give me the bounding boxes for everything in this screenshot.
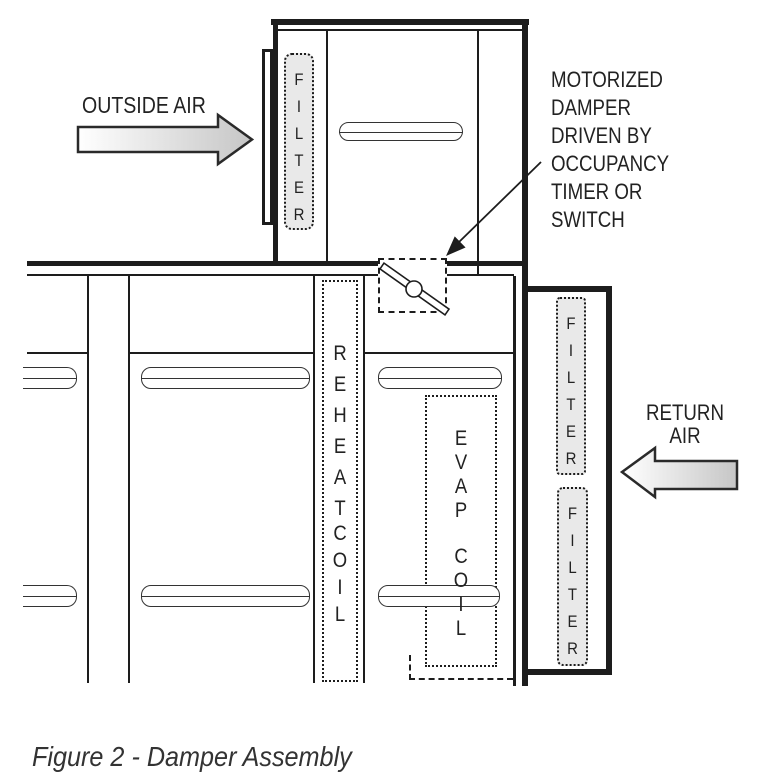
duct-top-thick-left (27, 261, 378, 266)
louver-row2-right (378, 585, 500, 607)
outside-air-arrow-icon (76, 112, 255, 167)
return-air-label-line1: RETURN (646, 400, 724, 425)
lower-unit-right-wall (513, 276, 516, 686)
top-unit-top-edge (271, 19, 529, 25)
duct-inner-top-line-right (447, 274, 514, 276)
return-unit-top-edge (528, 286, 612, 292)
evap-coil-label-word2: C O I L (453, 545, 469, 640)
evap-coil-label-word1: E V A P (454, 427, 468, 522)
outside-air-filter-label: F I L T E R (293, 70, 305, 224)
return-air-arrow-icon (619, 445, 739, 500)
lower-unit-frame-line-1 (87, 276, 89, 683)
motorized-note-line1: MOTORIZED (551, 67, 663, 92)
duct-inner-top-line-left (27, 274, 378, 276)
evap-coil-box (425, 395, 497, 667)
top-unit-panel-line-right (477, 29, 479, 276)
return-unit-right-wall (606, 286, 612, 675)
reheat-coil-label-word1: R E H E A T (333, 342, 347, 520)
top-unit-left-wall (273, 19, 278, 262)
return-air-filter-box-upper (556, 297, 586, 475)
motorized-note-line5: TIMER OR (551, 179, 643, 204)
louver-row2-middle (141, 585, 310, 607)
evap-coil-drain-pan-outline (409, 655, 513, 680)
reheat-coil-box (322, 280, 358, 682)
outside-air-filter-box (284, 53, 314, 230)
lower-unit-shelf-line-left (27, 352, 87, 354)
motorized-damper-note: MOTORIZED DAMPER DRIVEN BY OCCUPANCY TIM… (551, 66, 669, 234)
reheat-coil-label-word2: C O I L (332, 522, 348, 626)
top-unit-louver (339, 122, 463, 141)
louver-row1-left (23, 367, 77, 389)
motorized-note-line4: OCCUPANCY (551, 151, 670, 176)
outside-air-intake-flange (262, 49, 273, 225)
damper-blade-icon (378, 261, 451, 317)
outside-air-label: OUTSIDE AIR (82, 92, 206, 118)
damper-leader-arrow-icon (446, 161, 542, 256)
reheat-coil-right-frame-line (363, 276, 365, 683)
return-air-label: RETURN AIR (630, 401, 741, 447)
return-air-filter-box-lower (557, 487, 588, 666)
motorized-damper-box (378, 258, 451, 317)
louver-row1-right (378, 367, 502, 389)
lower-unit-shelf-line-right (364, 352, 513, 354)
reheat-coil-left-frame-line (313, 276, 315, 683)
lower-unit-shelf-line-mid (129, 352, 313, 354)
return-air-filter-label-upper: F I L T E R (565, 314, 577, 468)
louver-row1-middle (141, 367, 310, 389)
return-air-filter-label-lower: F I L T E R (567, 504, 578, 658)
motorized-note-line6: SWITCH (551, 207, 625, 232)
right-shared-wall (522, 19, 528, 686)
figure-caption: Figure 2 - Damper Assembly (32, 741, 352, 772)
top-unit-inner-top-line (278, 29, 522, 31)
top-unit-panel-line-left (326, 29, 328, 262)
return-air-label-line2: AIR (669, 423, 701, 448)
motorized-note-line3: DRIVEN BY (551, 123, 652, 148)
return-unit-bottom-edge (528, 669, 612, 675)
louver-row2-left (23, 585, 77, 607)
motorized-note-line2: DAMPER (551, 95, 632, 120)
lower-unit-frame-line-2 (128, 276, 130, 683)
duct-top-thick-right (447, 261, 528, 266)
